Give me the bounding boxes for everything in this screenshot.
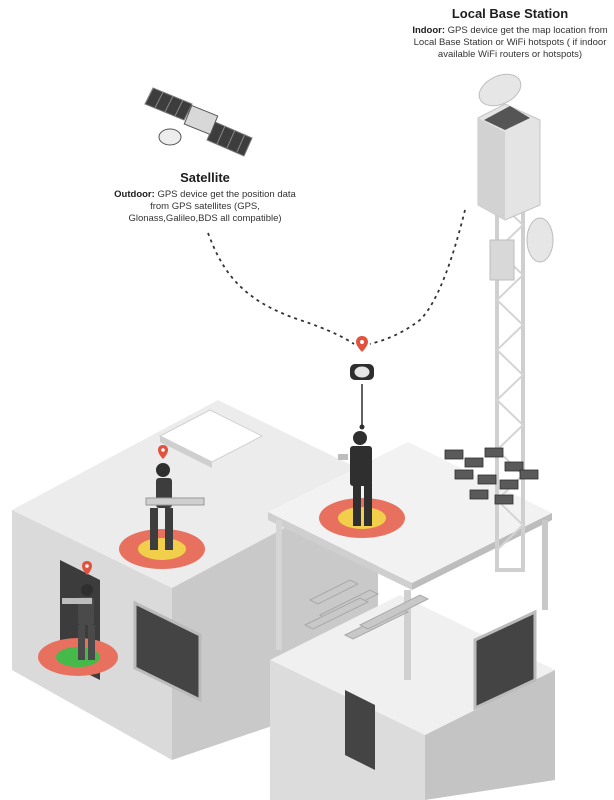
location-pin-icon	[158, 445, 168, 459]
satellite-title: Satellite	[180, 170, 230, 185]
base-station-signal-line	[369, 209, 466, 345]
worker-icon	[62, 584, 95, 660]
satellite-icon	[144, 87, 253, 157]
satellite-signal-line	[207, 232, 355, 345]
base-station-title: Local Base Station	[451, 6, 569, 21]
position-ring-1	[119, 529, 205, 569]
base-station-description-text: GPS device get the map location from Loc…	[413, 25, 608, 60]
base-station-mode-label: Indoor:	[412, 25, 446, 36]
location-pin-icon	[356, 336, 368, 352]
worker-icon	[338, 431, 372, 526]
satellite-mode-label: Outdoor:	[114, 189, 155, 200]
position-ring-2	[319, 498, 405, 538]
satellite-label: Satellite Outdoor: GPS device get the po…	[110, 170, 300, 225]
location-pin-icon	[82, 561, 92, 575]
building-right-block	[270, 595, 555, 800]
satellite-description: Outdoor: GPS device get the position dat…	[110, 189, 300, 225]
base-station-description: Indoor: GPS device get the map location …	[410, 25, 610, 61]
satellite-description-text: GPS device get the position data from GP…	[128, 189, 296, 224]
worker-icon	[145, 463, 205, 550]
base-station-label: Local Base Station Indoor: GPS device ge…	[410, 6, 610, 61]
tower-icon	[477, 73, 554, 572]
block-pile	[444, 447, 539, 505]
gps-watch-icon	[350, 364, 374, 380]
open-slab	[268, 442, 552, 680]
stacked-planks	[303, 579, 430, 640]
